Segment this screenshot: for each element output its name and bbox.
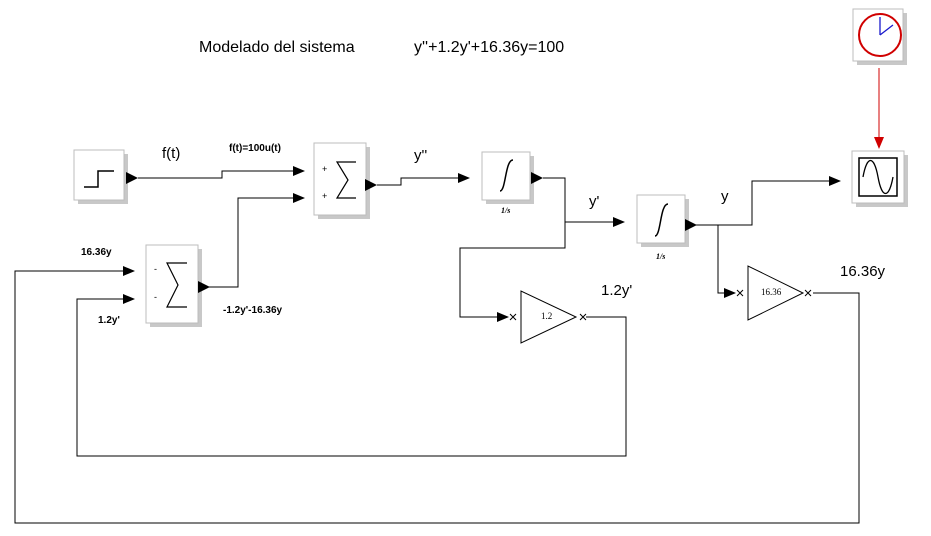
signal-label-sum2-out: -1.2y'-16.36y <box>223 305 283 316</box>
wire-ydot-to-gain1 <box>459 222 566 322</box>
signal-label-gain1: 1.2y' <box>601 282 633 299</box>
gain2-block[interactable] <box>747 265 805 321</box>
sum2-sign-top: - <box>154 264 157 274</box>
signal-label-y-d: y' <box>589 193 600 210</box>
signal-label-f-t: f(t) <box>162 145 181 162</box>
integrator2-caption: 1/s <box>656 252 666 261</box>
signal-label-y-dd: y'' <box>414 147 428 164</box>
wire-int1-to-int2 <box>543 177 625 227</box>
signal-label-sum2-in-top: 16.36y <box>81 247 112 258</box>
signal-label-y: y <box>721 188 729 205</box>
integral-icon <box>654 203 669 237</box>
scope-block[interactable] <box>851 150 908 207</box>
wire-gain1-to-sum2 <box>76 294 627 457</box>
sigma-icon <box>166 262 187 308</box>
step-block[interactable] <box>73 149 138 204</box>
wire-int2-to-scope <box>694 176 841 226</box>
gain2-value: 16.36 <box>761 287 782 297</box>
sum1-sign-top: + <box>322 164 328 174</box>
sum2-sign-bottom: - <box>154 292 157 302</box>
gain1-block[interactable] <box>520 290 578 344</box>
diagram-equation: y''+1.2y'+16.36y=100 <box>414 39 565 56</box>
signal-label-f-def: f(t)=100u(t) <box>229 143 281 154</box>
wire-gain2-to-sum2 <box>14 266 860 524</box>
wires <box>14 166 860 524</box>
port-marks <box>509 289 812 321</box>
integrator2-block[interactable] <box>636 194 697 247</box>
signal-label-sum2-in-bottom: 1.2y' <box>98 315 120 326</box>
integral-icon <box>499 159 514 192</box>
sine-wave-icon <box>862 159 894 195</box>
gain1-value: 1.2 <box>541 311 553 321</box>
integrator1-caption: 1/s <box>501 206 511 215</box>
wire-sum1-to-int1 <box>377 173 470 186</box>
step-icon <box>84 170 114 188</box>
sum2-block[interactable] <box>145 244 210 327</box>
wire-sum2-to-sum1 <box>208 193 305 288</box>
wire-step-to-sum1 <box>138 166 305 179</box>
sigma-icon <box>335 161 356 199</box>
wire-y-to-gain2 <box>717 225 736 298</box>
sum1-block[interactable] <box>313 142 377 219</box>
signal-label-gain2: 16.36y <box>840 263 886 280</box>
diagram-title: Modelado del sistema <box>199 39 355 56</box>
clock-block[interactable] <box>852 8 907 65</box>
integrator1-block[interactable] <box>481 151 543 204</box>
sum1-sign-bottom: + <box>322 191 328 201</box>
